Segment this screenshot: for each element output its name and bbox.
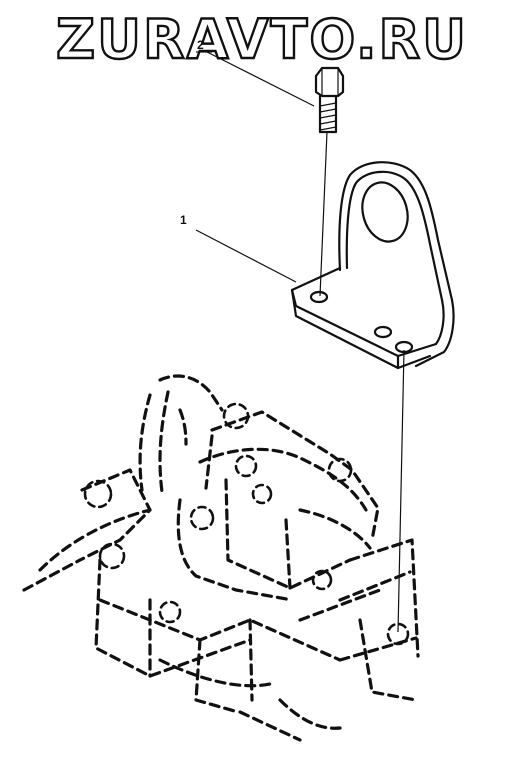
- callout-1: 1: [180, 213, 297, 283]
- callout-1-label: 1: [180, 213, 187, 227]
- callout-2-label: 2: [197, 38, 204, 52]
- engine-block-phantom: [22, 374, 420, 742]
- bolt-part: [314, 66, 345, 134]
- bracket-axis-line: [397, 349, 405, 633]
- bolt-axis-line: [319, 131, 328, 297]
- watermark-text: ZURAVTO.RU: [56, 8, 468, 71]
- callout-2: 2: [196, 38, 315, 107]
- callout-2-leader: [206, 51, 315, 107]
- callout-1-leader: [195, 229, 297, 283]
- bracket-part: [290, 161, 455, 370]
